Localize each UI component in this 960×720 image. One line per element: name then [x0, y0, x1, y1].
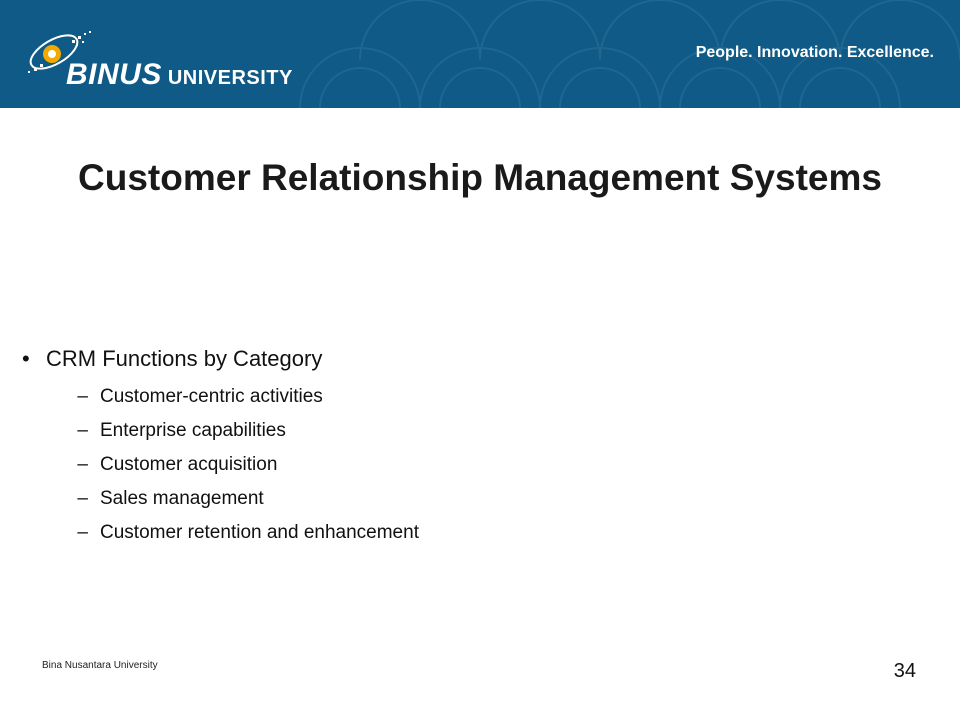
- sub-bullet-text: Customer acquisition: [100, 454, 278, 475]
- dash-marker: –: [77, 386, 88, 407]
- slide-body: • CRM Functions by Category – Customer-c…: [22, 346, 902, 556]
- dash-marker: –: [77, 454, 88, 475]
- footer-institution: Bina Nusantara University: [42, 660, 158, 671]
- dash-marker: –: [77, 420, 88, 441]
- sub-bullet-item: – Customer-centric activities: [22, 386, 902, 420]
- dash-marker: –: [77, 522, 88, 543]
- sub-bullet-text: Customer retention and enhancement: [100, 522, 419, 543]
- binus-logo-emblem: [28, 31, 91, 73]
- dash-marker: –: [77, 488, 88, 509]
- sub-bullet-text: Enterprise capabilities: [100, 420, 286, 441]
- page-number: 34: [893, 660, 916, 682]
- bullet-marker: •: [22, 346, 30, 371]
- bullet-item: • CRM Functions by Category: [22, 346, 902, 386]
- sub-bullet-item: – Customer retention and enhancement: [22, 522, 902, 556]
- wave-pattern-decoration: [299, 0, 960, 108]
- sub-bullet-item: – Sales management: [22, 488, 902, 522]
- logo-suffix-text: UNIVERSITY: [167, 67, 293, 89]
- logo-brand-text: BINUS: [66, 58, 162, 91]
- sub-bullet-text: Sales management: [100, 488, 264, 509]
- header-tagline: People. Innovation. Excellence.: [695, 44, 934, 61]
- sub-bullet-text: Customer-centric activities: [100, 386, 323, 407]
- sub-bullet-item: – Enterprise capabilities: [22, 420, 902, 454]
- bullet-text: CRM Functions by Category: [46, 346, 323, 371]
- slide-title: Customer Relationship Management Systems: [78, 157, 882, 198]
- sub-bullet-item: – Customer acquisition: [22, 454, 902, 488]
